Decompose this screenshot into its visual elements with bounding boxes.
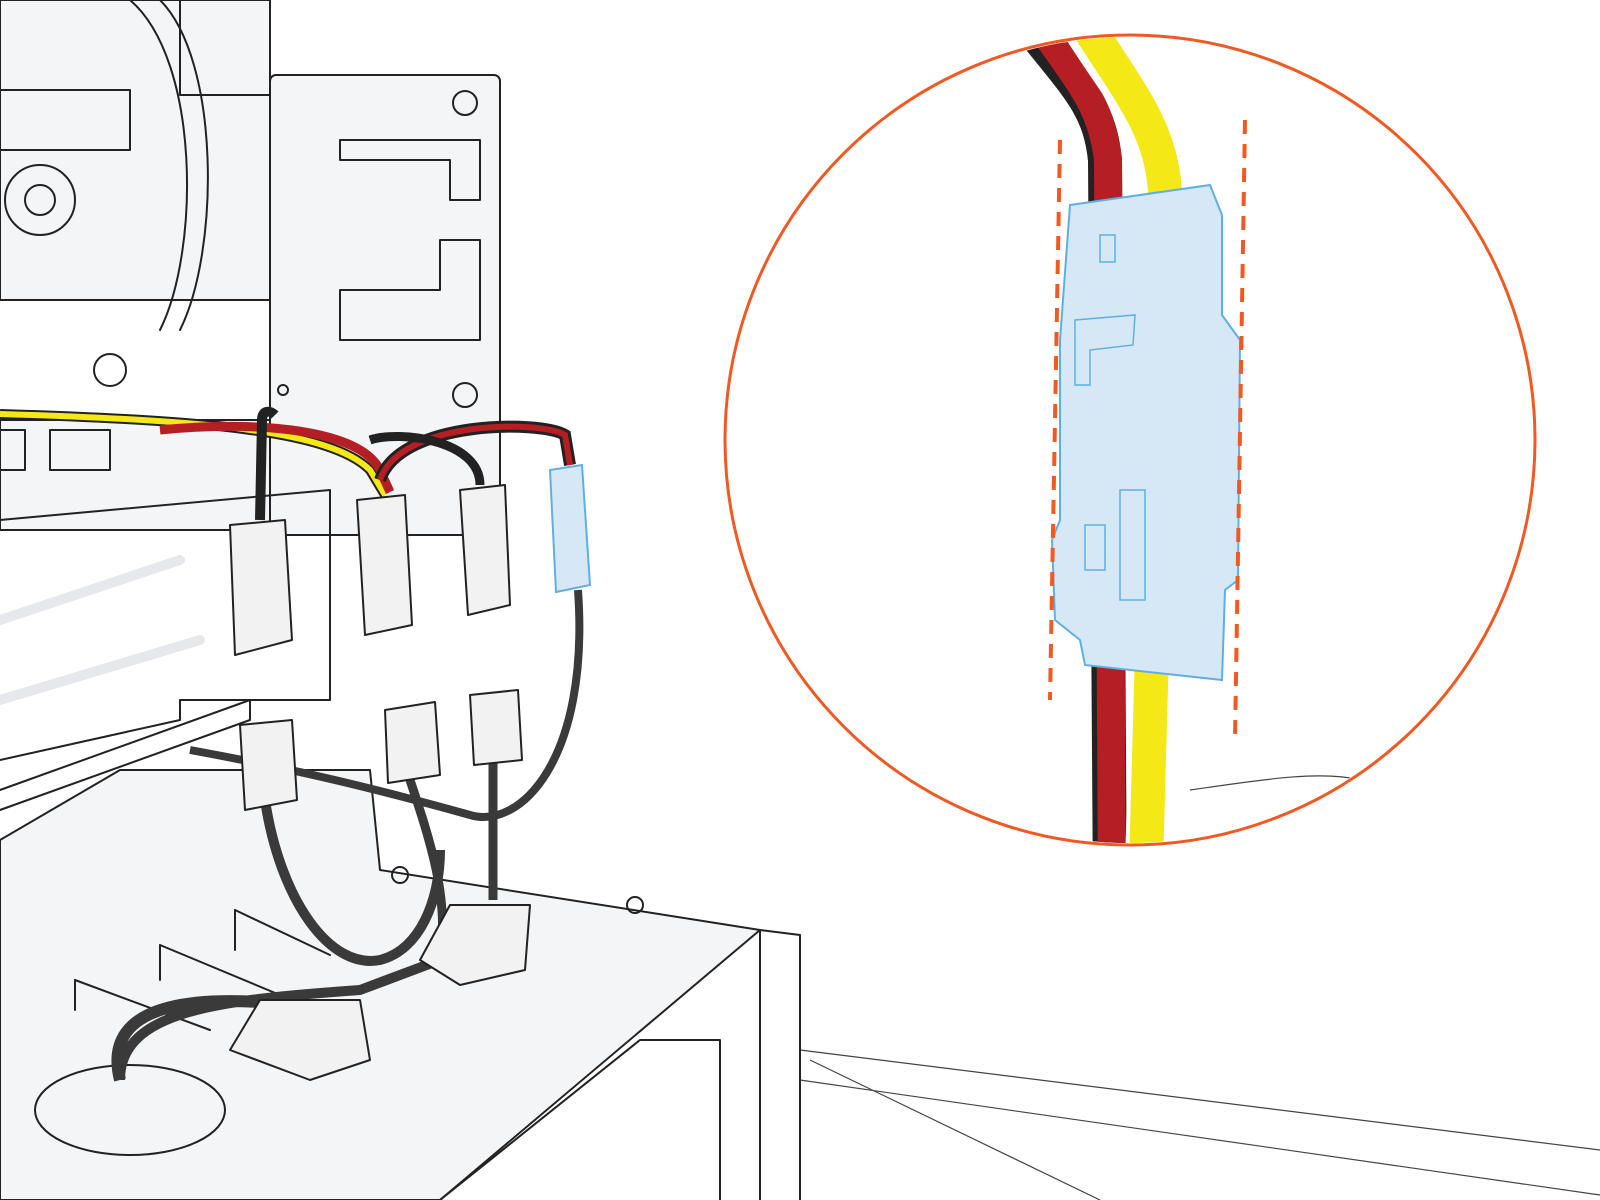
guide-line-left bbox=[1048, 139, 1062, 701]
cable-clip bbox=[229, 999, 371, 1081]
machine-frame bbox=[0, 0, 501, 811]
connector-detail bbox=[1050, 183, 1242, 682]
background-structure bbox=[0, 555, 1600, 1200]
cable-clip bbox=[419, 904, 531, 986]
mating-connector-2 bbox=[384, 701, 441, 784]
connector-3 bbox=[459, 484, 511, 616]
base-plate bbox=[0, 769, 801, 1200]
connector-2 bbox=[356, 494, 413, 636]
mating-connector-3 bbox=[469, 689, 523, 766]
guide-line-right bbox=[1233, 119, 1247, 741]
connectors bbox=[229, 463, 592, 1081]
connector-highlighted bbox=[548, 463, 592, 594]
mating-connector-1 bbox=[239, 719, 298, 811]
detail-callout bbox=[723, 33, 1537, 847]
connector-1 bbox=[229, 519, 293, 656]
